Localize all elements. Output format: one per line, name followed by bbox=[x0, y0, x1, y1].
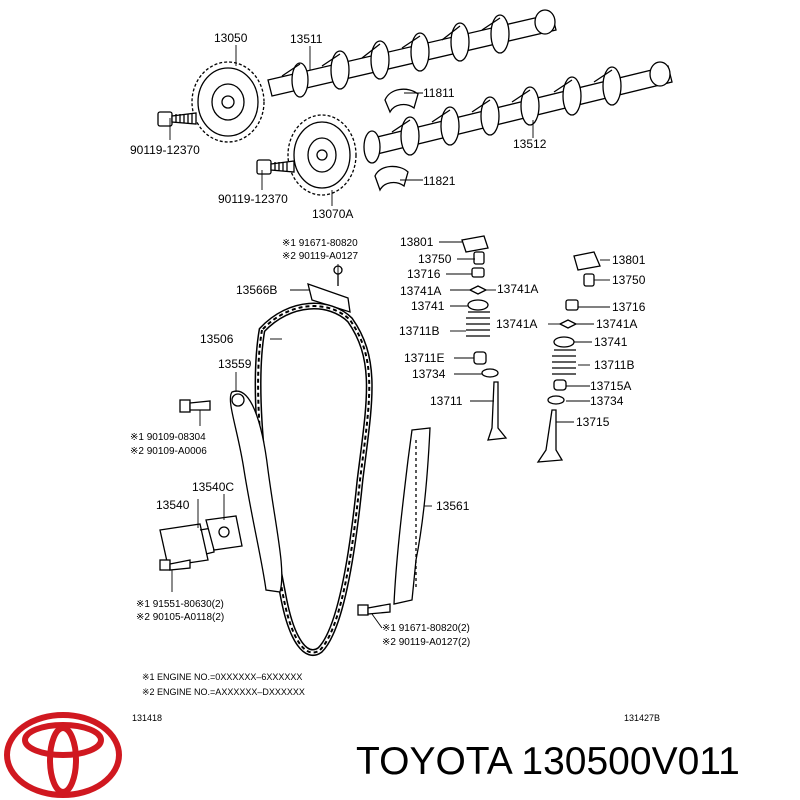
diagram-code-right: 131427B bbox=[624, 713, 661, 723]
part-label-bolt-b: 90119-12370 bbox=[218, 192, 288, 206]
timing-chain-13506 bbox=[254, 302, 373, 656]
part-label-13540: 13540 bbox=[156, 498, 190, 512]
valve-stack-right bbox=[536, 251, 601, 463]
part-label-13750-right: 13750 bbox=[612, 273, 646, 287]
tensioner-arm-13559 bbox=[229, 390, 283, 593]
part-label-13801-left: 13801 bbox=[400, 235, 434, 249]
part-label-13750-left: 13750 bbox=[418, 252, 452, 266]
camshaft-13512 bbox=[363, 61, 673, 164]
bolt-90119-12370-b bbox=[256, 159, 295, 175]
part-label-13050: 13050 bbox=[214, 31, 248, 45]
part-label-13711B-left: 13711B bbox=[399, 324, 440, 338]
part-label-13559: 13559 bbox=[218, 357, 252, 371]
footnote-engine-2: ※2 ENGINE NO.=AXXXXXX–DXXXXXX bbox=[142, 687, 305, 697]
bolt-tensioner bbox=[159, 559, 191, 571]
bolt-90119-12370-a bbox=[157, 111, 197, 127]
part-label-13716-left: 13716 bbox=[407, 267, 441, 281]
note-left-2: ※2 90109-A0006 bbox=[130, 446, 207, 457]
chain-guide-13561 bbox=[393, 427, 431, 605]
part-label-13741A-right-1: 13741A bbox=[496, 317, 538, 331]
part-label-13734-left: 13734 bbox=[412, 367, 446, 381]
part-label-bolt-a: 90119-12370 bbox=[130, 143, 200, 157]
note-top-2: ※2 90119-A0127 bbox=[282, 251, 359, 262]
part-label-13711B-right: 13711B bbox=[594, 358, 635, 372]
sprocket-13070A bbox=[287, 114, 357, 196]
part-label-13711: 13711 bbox=[430, 394, 463, 408]
part-label-13561: 13561 bbox=[436, 499, 470, 513]
bolt-bottom bbox=[357, 603, 391, 616]
camshaft-13511 bbox=[267, 9, 557, 98]
part-label-13741-right: 13741 bbox=[594, 335, 628, 349]
note-left-1: ※1 90109-08304 bbox=[130, 432, 206, 443]
part-label-13734-right: 13734 bbox=[590, 394, 624, 408]
part-label-11811: 11811 bbox=[423, 86, 455, 100]
bearing-11811 bbox=[384, 88, 419, 114]
tensioner-13540 bbox=[159, 515, 243, 567]
bolt-left bbox=[179, 399, 211, 413]
part-label-13801-right: 13801 bbox=[612, 253, 646, 267]
part-label-13070A: 13070A bbox=[312, 207, 354, 221]
note-bottom-right-1: ※1 91671-80820(2) bbox=[382, 623, 470, 634]
part-label-13715A: 13715A bbox=[590, 379, 632, 393]
valve-stack-left bbox=[461, 235, 508, 441]
part-label-11821: 11821 bbox=[423, 174, 456, 188]
part-label-13540C: 13540C bbox=[192, 480, 235, 494]
part-label-13506: 13506 bbox=[200, 332, 234, 346]
diagram-code-left: 131418 bbox=[132, 713, 163, 723]
toyota-logo-icon bbox=[4, 712, 122, 798]
part-label-13716-right: 13716 bbox=[612, 300, 646, 314]
part-label-13741-left: 13741 bbox=[411, 299, 445, 313]
bearing-11821 bbox=[374, 165, 409, 192]
part-label-13566B: 13566B bbox=[236, 283, 278, 297]
part-label-13741A-right-2: 13741A bbox=[596, 317, 638, 331]
note-bottom-right-2: ※2 90119-A0127(2) bbox=[382, 637, 471, 648]
part-label-13741A-left-2: 13741A bbox=[497, 282, 539, 296]
footnote-engine-1: ※1 ENGINE NO.=0XXXXXX–6XXXXXX bbox=[142, 672, 303, 682]
note-bottom-2: ※2 90105-A0118(2) bbox=[136, 612, 225, 623]
part-label-13711E: 13711E bbox=[404, 351, 445, 365]
brand-part-title: TOYOTA 130500V011 bbox=[356, 740, 740, 783]
note-bottom-1: ※1 91551-80630(2) bbox=[136, 599, 224, 610]
sprocket-13050 bbox=[191, 61, 265, 143]
leader-lines bbox=[169, 45, 610, 629]
part-label-13511: 13511 bbox=[290, 32, 323, 46]
part-label-13741A-left-1: 13741A bbox=[400, 284, 442, 298]
note-top-1: ※1 91671-80820 bbox=[282, 238, 358, 249]
part-label-13512: 13512 bbox=[513, 137, 547, 151]
part-label-13715: 13715 bbox=[576, 415, 610, 429]
